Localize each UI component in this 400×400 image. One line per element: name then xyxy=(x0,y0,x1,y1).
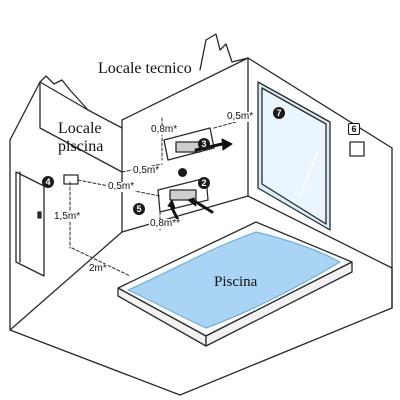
dimension-thermostat-height: 1,5m* xyxy=(53,211,82,222)
window-reflection xyxy=(299,151,319,197)
marker-7: 7 xyxy=(273,107,285,119)
window-inner xyxy=(261,87,327,225)
airflow-in-arrow-2 xyxy=(170,206,180,222)
dimension-left-distance: 0,5m* xyxy=(107,181,136,192)
dimension-right-distance: 0,5m* xyxy=(226,111,255,122)
pool-water xyxy=(127,231,341,329)
pool-label: Piscina xyxy=(214,274,258,290)
floor-left-edge xyxy=(9,231,123,331)
dimension-upper-height: 0,8m* xyxy=(150,124,179,135)
partition-top xyxy=(87,109,123,129)
door xyxy=(15,171,45,277)
door-handle xyxy=(37,211,42,219)
dimension-pool-distance: 2m* xyxy=(88,263,108,274)
marker-5: 5 xyxy=(133,203,145,215)
airflow-in-head-1 xyxy=(187,197,197,207)
airflow-in-arrow-1 xyxy=(194,200,214,214)
airflow-out-head xyxy=(221,138,233,151)
marker-1: 1 xyxy=(178,168,187,177)
floor-front-edge xyxy=(9,307,393,396)
marker-2: 2 xyxy=(198,177,210,189)
marker-3: 3 xyxy=(198,138,210,150)
dimension-mid-distance: 0,5m* xyxy=(132,165,161,176)
marker-4: 4 xyxy=(42,176,54,188)
guide-floor xyxy=(71,247,131,277)
wall-break-left xyxy=(39,75,89,111)
technical-room-label: Locale tecnico xyxy=(98,60,192,77)
wall-device xyxy=(63,174,79,185)
pool-room-label-line2: piscina xyxy=(58,138,104,155)
pool-rim-right xyxy=(205,261,353,347)
pool-room-label-line1: Locale xyxy=(58,120,102,137)
dimension-lower-height: 0,8m** xyxy=(149,218,182,229)
right-wall-device xyxy=(349,141,365,157)
airflow-in-head-2 xyxy=(167,199,176,209)
marker-6: 6 xyxy=(348,123,360,135)
partition-wall xyxy=(39,119,123,173)
wall-break-top xyxy=(199,33,249,71)
lower-unit-grille xyxy=(169,189,197,201)
